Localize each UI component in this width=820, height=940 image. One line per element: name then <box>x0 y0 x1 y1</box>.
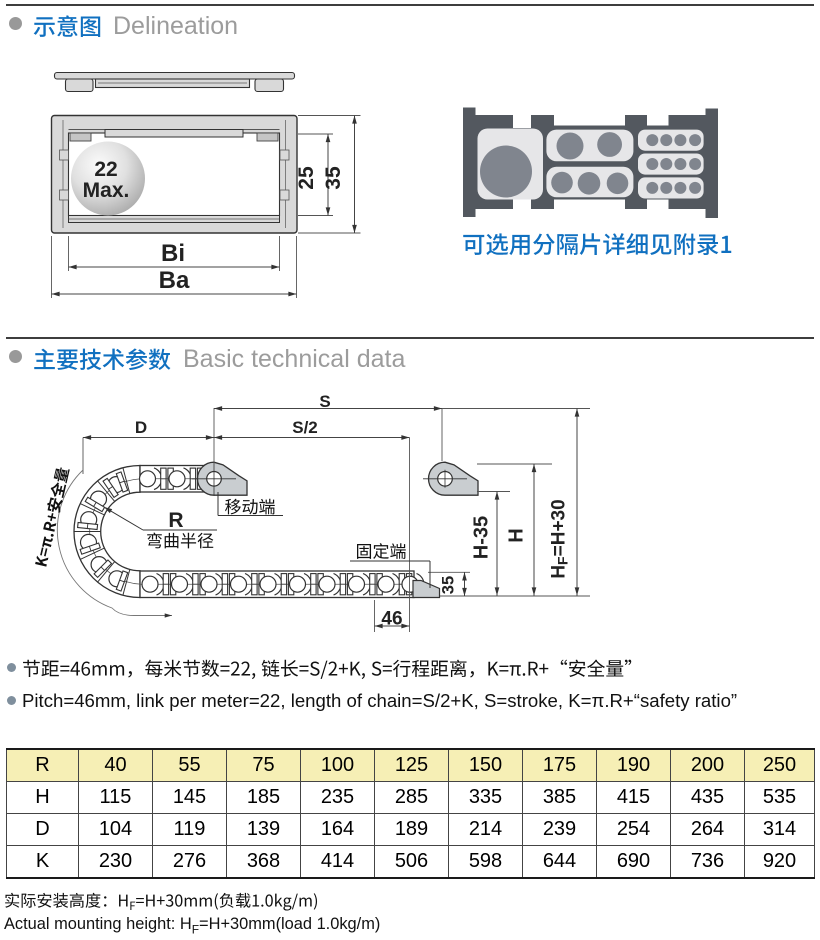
svg-text:35: 35 <box>322 166 345 190</box>
svg-text:H-35: H-35 <box>471 516 493 559</box>
svg-text:22: 22 <box>94 158 117 181</box>
svg-text:35: 35 <box>440 576 458 594</box>
svg-text:S/2: S/2 <box>292 418 318 437</box>
svg-text:Bi: Bi <box>161 240 185 267</box>
svg-text:25: 25 <box>295 166 318 190</box>
svg-text:Max.: Max. <box>83 179 130 202</box>
svg-text:R: R <box>168 509 183 532</box>
svg-text:S: S <box>319 392 330 411</box>
svg-text:Ba: Ba <box>159 267 190 294</box>
svg-text:HF=H+30: HF=H+30 <box>549 499 571 578</box>
svg-text:46: 46 <box>381 609 402 630</box>
svg-text:D: D <box>135 418 147 437</box>
svg-text:H: H <box>506 528 528 542</box>
